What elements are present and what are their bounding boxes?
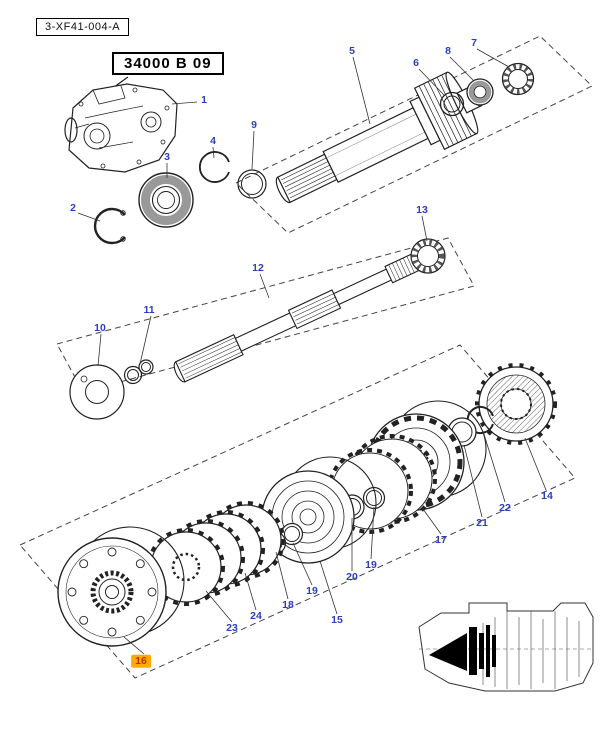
callout-13[interactable]: 13 — [416, 203, 428, 216]
part-8-race — [466, 78, 494, 106]
callout-23[interactable]: 23 — [226, 621, 238, 634]
part-3-bearing — [138, 172, 194, 228]
part-10-thrust-washer — [69, 364, 125, 420]
callout-6[interactable]: 6 — [413, 56, 419, 69]
part-9-ring — [237, 169, 267, 199]
callout-5[interactable]: 5 — [349, 44, 355, 57]
callout-9[interactable]: 9 — [251, 118, 257, 131]
callout-19[interactable]: 19 — [365, 558, 377, 571]
callout-15[interactable]: 15 — [331, 613, 343, 626]
part-11-rings — [123, 359, 154, 385]
callout-14[interactable]: 14 — [541, 489, 553, 502]
diagram-code-box: 3-XF41-004-A — [36, 18, 130, 36]
callout-10[interactable]: 10 — [94, 321, 106, 334]
callout-2[interactable]: 2 — [70, 201, 76, 214]
part-2-snap-ring — [93, 207, 126, 245]
callout-22[interactable]: 22 — [499, 501, 511, 514]
callout-18[interactable]: 18 — [282, 598, 294, 611]
part-4-circlip — [199, 151, 230, 183]
callout-4[interactable]: 4 — [210, 134, 216, 147]
transmission-section-thumbnail — [418, 602, 594, 692]
callout-19[interactable]: 19 — [306, 584, 318, 597]
callout-3[interactable]: 3 — [164, 150, 170, 163]
callout-17[interactable]: 17 — [435, 533, 447, 546]
leader-lines — [77, 48, 547, 655]
part-13-needle-bearing — [410, 238, 446, 274]
part-14-brake-plate — [475, 363, 557, 445]
callout-1[interactable]: 1 — [201, 93, 207, 106]
part-5-input-shaft — [275, 71, 483, 204]
part-7-needle-bearing — [501, 62, 535, 96]
callout-12[interactable]: 12 — [252, 261, 264, 274]
highlighted-assembly-location — [429, 625, 496, 677]
part-23-clutch-plates — [147, 510, 265, 606]
callout-16[interactable]: 16 — [131, 654, 151, 668]
callout-21[interactable]: 21 — [476, 516, 488, 529]
callout-20[interactable]: 20 — [346, 570, 358, 583]
part-1-housing — [64, 83, 178, 173]
callout-11[interactable]: 11 — [143, 303, 155, 316]
callout-8[interactable]: 8 — [445, 44, 451, 57]
part-12-main-shaft — [173, 251, 426, 383]
callout-7[interactable]: 7 — [471, 36, 477, 49]
part-19-seal-ring — [280, 522, 304, 546]
part-16-planet-carrier — [57, 526, 185, 647]
model-code-box: 34000 B 09 — [112, 52, 224, 75]
part-6-ring — [439, 91, 465, 117]
callout-24[interactable]: 24 — [250, 609, 262, 622]
